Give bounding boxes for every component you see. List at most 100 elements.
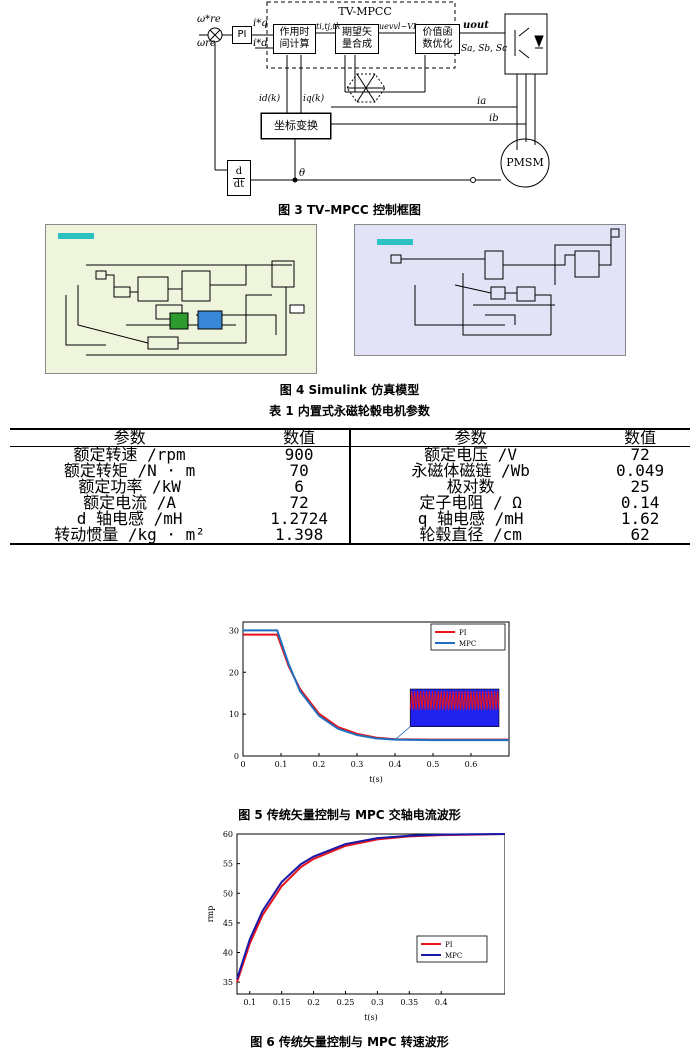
- x-tick-label: 0.2: [307, 998, 320, 1007]
- param-name-cell: 额定电压 /V: [424, 445, 518, 464]
- fig3-caption: 图 3 TV–MPCC 控制框图: [278, 203, 421, 217]
- cost-function-line1: 价值函: [422, 27, 453, 38]
- param-name-cell: d 轴电感 /mH: [76, 509, 183, 528]
- legend-box: [416, 935, 488, 963]
- x-tick-label: 0: [240, 760, 245, 769]
- simulink-left-wires: [58, 233, 305, 356]
- param-value-cell: 0.049: [616, 461, 665, 480]
- param-name-cell: 永磁体磁链 /Wb: [411, 461, 530, 480]
- plot-frame: [236, 833, 505, 995]
- derivative-top: d: [232, 166, 246, 179]
- x-tick-label: 0.6: [465, 760, 478, 769]
- param-value-cell: 62: [630, 525, 650, 544]
- param-name-cell: 额定电流 /A: [83, 493, 177, 512]
- x-tick-label: 0.1: [275, 760, 288, 769]
- legend-label: MPC: [445, 952, 462, 960]
- param-value-cell: 1.398: [249, 527, 352, 544]
- motor-label: PMSM: [506, 156, 544, 169]
- table-row: 额定转矩 /N · m 70 永磁体磁链 /Wb 0.049: [10, 463, 690, 479]
- id-ref-label: i*d: [253, 38, 268, 49]
- x-axis-label: t(s): [369, 775, 383, 784]
- u-out-label: uout: [463, 20, 489, 31]
- param-value-cell: 70: [249, 463, 352, 479]
- table1-caption: 表 1 内置式永磁轮毂电机参数: [269, 404, 430, 418]
- x-tick-label: 0.25: [337, 998, 355, 1007]
- fig4-caption: 图 4 Simulink 仿真模型: [279, 383, 420, 397]
- action-time-line2: 间计算: [279, 39, 310, 50]
- simulink-model-left: [45, 224, 317, 374]
- param-value-cell: 25: [630, 477, 650, 496]
- header-param-1: 参数: [113, 428, 146, 447]
- zoom-inset-ripple: [409, 690, 500, 710]
- x-tick-label: 0.35: [400, 998, 418, 1007]
- y-tick-label: 55: [223, 860, 233, 869]
- param-name-cell: 极对数: [446, 477, 495, 496]
- iq-fb-label: iq(k): [303, 94, 325, 104]
- u-vector-label: uevvl~VI: [379, 22, 417, 31]
- id-fb-label: id(k): [259, 94, 281, 104]
- legend-label: PI: [445, 941, 453, 949]
- dashed-box-title: TV-MPCC: [338, 5, 392, 18]
- vector-synthesis-line1: 期望矢: [342, 27, 372, 38]
- times-label: ti,tj,tk: [316, 22, 341, 31]
- omega-fb-label: ωre: [197, 38, 216, 49]
- omega-ref-label: ω*re: [197, 14, 221, 25]
- y-tick-label: 50: [223, 889, 233, 898]
- y-tick-label: 35: [223, 978, 233, 987]
- derivative-bottom: dt: [233, 178, 245, 190]
- legend-label: MPC: [459, 640, 476, 648]
- param-name-cell: 额定功率 /kW: [78, 477, 181, 496]
- series-line-mpc: [236, 833, 505, 980]
- x-tick-label: 0.2: [313, 760, 326, 769]
- action-time-block: 作用时 间计算: [273, 24, 316, 54]
- coordinate-transform-block: 坐标变换: [261, 113, 331, 139]
- x-tick-label: 0.3: [371, 998, 384, 1007]
- table-row: 转动惯量 /kg · m² 1.398 轮毂直径 /cm 62: [10, 527, 690, 544]
- legend-box: [430, 623, 506, 651]
- y-tick-label: 40: [223, 949, 233, 958]
- derivative-block: d dt: [227, 160, 251, 196]
- y-tick-label: 30: [229, 626, 239, 635]
- ib-label: ib: [489, 113, 499, 124]
- x-tick-label: 0.4: [435, 998, 448, 1007]
- header-value-2: 数值: [624, 428, 657, 447]
- series-line-mpc: [243, 629, 509, 742]
- param-value-cell: 6: [249, 479, 352, 495]
- x-tick-label: 0.15: [273, 998, 291, 1007]
- x-tick-label: 0.3: [351, 760, 364, 769]
- y-tick-label: 60: [223, 830, 233, 839]
- y-tick-label: 20: [229, 668, 239, 677]
- vector-synthesis-line2: 量合成: [342, 39, 372, 50]
- fig5-caption: 图 5 传统矢量控制与 MPC 交轴电流波形: [238, 808, 461, 822]
- pi-block: PI: [232, 26, 252, 44]
- cost-function-block: 价值函 数优化: [415, 24, 460, 54]
- param-name-cell: 转动惯量 /kg · m²: [54, 525, 205, 544]
- fig3-diagram: PI 作用时 间计算 期望矢 量合成 价值函 数优化 坐标变换 d dt PMS…: [195, 0, 555, 196]
- zoom-pointer: [394, 726, 411, 740]
- table-header-row: 参数 数值 参数 数值: [10, 429, 690, 447]
- vector-synthesis-block: 期望矢 量合成: [335, 24, 379, 54]
- theta-label: θ: [299, 168, 306, 179]
- x-tick-label: 0.4: [389, 760, 402, 769]
- simulink-right-wires: [377, 228, 620, 336]
- y-axis-label: rmp: [206, 906, 215, 923]
- param-value-cell: 72: [249, 495, 352, 511]
- param-name-cell: 额定转矩 /N · m: [63, 461, 196, 480]
- x-axis-label: t(s): [364, 1013, 378, 1022]
- simulink-model-right: [354, 224, 626, 356]
- param-name-cell: 定子电阻 / Ω: [419, 493, 522, 512]
- x-tick-label: 0.1: [243, 998, 256, 1007]
- action-time-line1: 作用时: [279, 27, 310, 38]
- param-value-cell: 900: [249, 446, 352, 463]
- ia-label: ia: [477, 96, 487, 107]
- param-name-cell: 轮毂直径 /cm: [419, 525, 522, 544]
- y-tick-label: 45: [223, 919, 233, 928]
- header-value-1: 数值: [249, 429, 352, 447]
- iq-ref-label: i*q: [253, 18, 268, 29]
- y-tick-label: 0: [234, 752, 239, 761]
